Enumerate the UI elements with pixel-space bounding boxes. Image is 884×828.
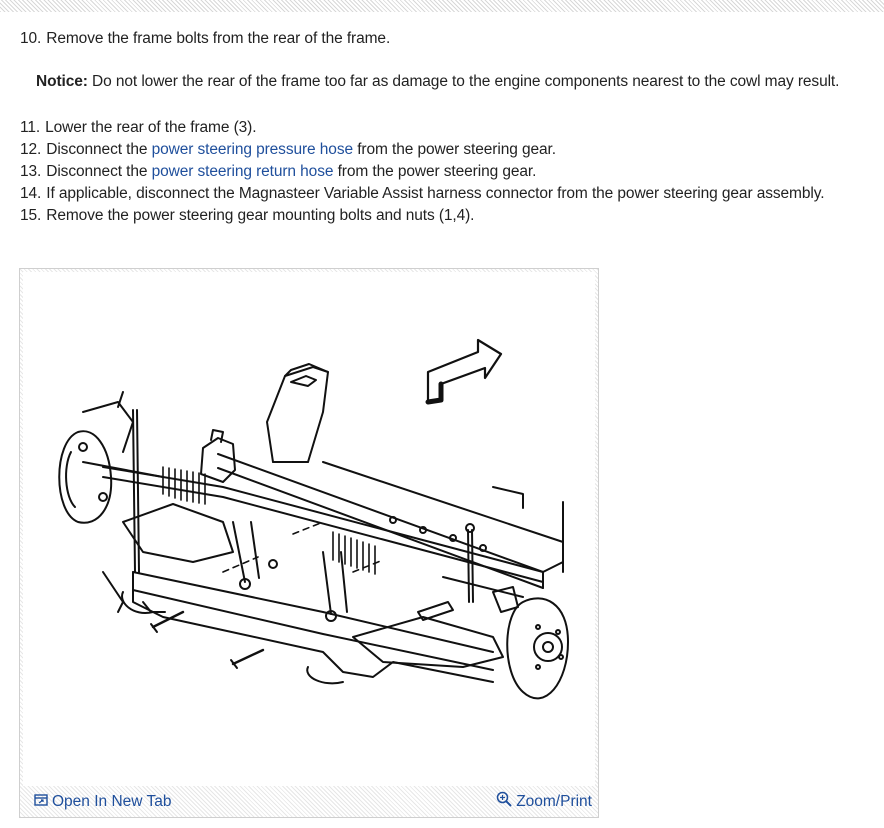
notice-text: Do not lower the rear of the frame too f… (87, 73, 840, 90)
step-text-post: from the power steering gear. (333, 163, 537, 180)
open-new-tab-icon (34, 793, 48, 811)
step-number: 10. (20, 30, 42, 47)
step-text: Lower the rear of the frame (3). (45, 119, 257, 136)
step-number: 13. (20, 163, 42, 180)
step-text-post: from the power steering gear. (353, 141, 556, 158)
step-number: 11. (20, 119, 41, 136)
step-11: 11.Lower the rear of the frame (3). (20, 118, 257, 138)
step-10: 10.Remove the frame bolts from the rear … (20, 29, 390, 49)
step-13: 13.Disconnect the power steering return … (20, 162, 536, 182)
power-steering-pressure-hose-link[interactable]: power steering pressure hose (151, 141, 354, 158)
step-text: Remove the power steering gear mounting … (46, 207, 475, 224)
step-14: 14.If applicable, disconnect the Magnast… (20, 184, 825, 204)
notice-paragraph: Notice: Do not lower the rear of the fra… (36, 72, 839, 92)
step-text-pre: Disconnect the (46, 141, 152, 158)
step-15: 15.Remove the power steering gear mounti… (20, 206, 475, 226)
step-text: Remove the frame bolts from the rear of … (46, 30, 391, 47)
figure-footer: Open In New Tab Zoom/Print (20, 786, 598, 817)
power-steering-return-hose-link[interactable]: power steering return hose (151, 163, 334, 180)
zoom-print-link[interactable]: Zoom/Print (496, 791, 592, 812)
figure-container: Open In New Tab Zoom/Print (19, 268, 599, 818)
step-text-pre: Disconnect the (46, 163, 152, 180)
notice-label: Notice: (36, 73, 88, 90)
direction-arrow-icon (425, 338, 503, 405)
top-pattern-strip (0, 0, 884, 12)
step-number: 15. (20, 207, 42, 224)
step-number: 14. (20, 185, 42, 202)
step-text: If applicable, disconnect the Magnasteer… (46, 185, 825, 202)
figure-image-area[interactable] (23, 272, 595, 786)
open-in-new-tab-link[interactable]: Open In New Tab (34, 793, 171, 811)
open-in-new-tab-label: Open In New Tab (52, 793, 172, 810)
step-12: 12.Disconnect the power steering pressur… (20, 140, 556, 160)
magnifier-zoom-icon (496, 791, 512, 812)
zoom-print-label: Zoom/Print (516, 792, 592, 810)
steering-gear-frame-illustration (58, 338, 569, 700)
step-number: 12. (20, 141, 42, 158)
